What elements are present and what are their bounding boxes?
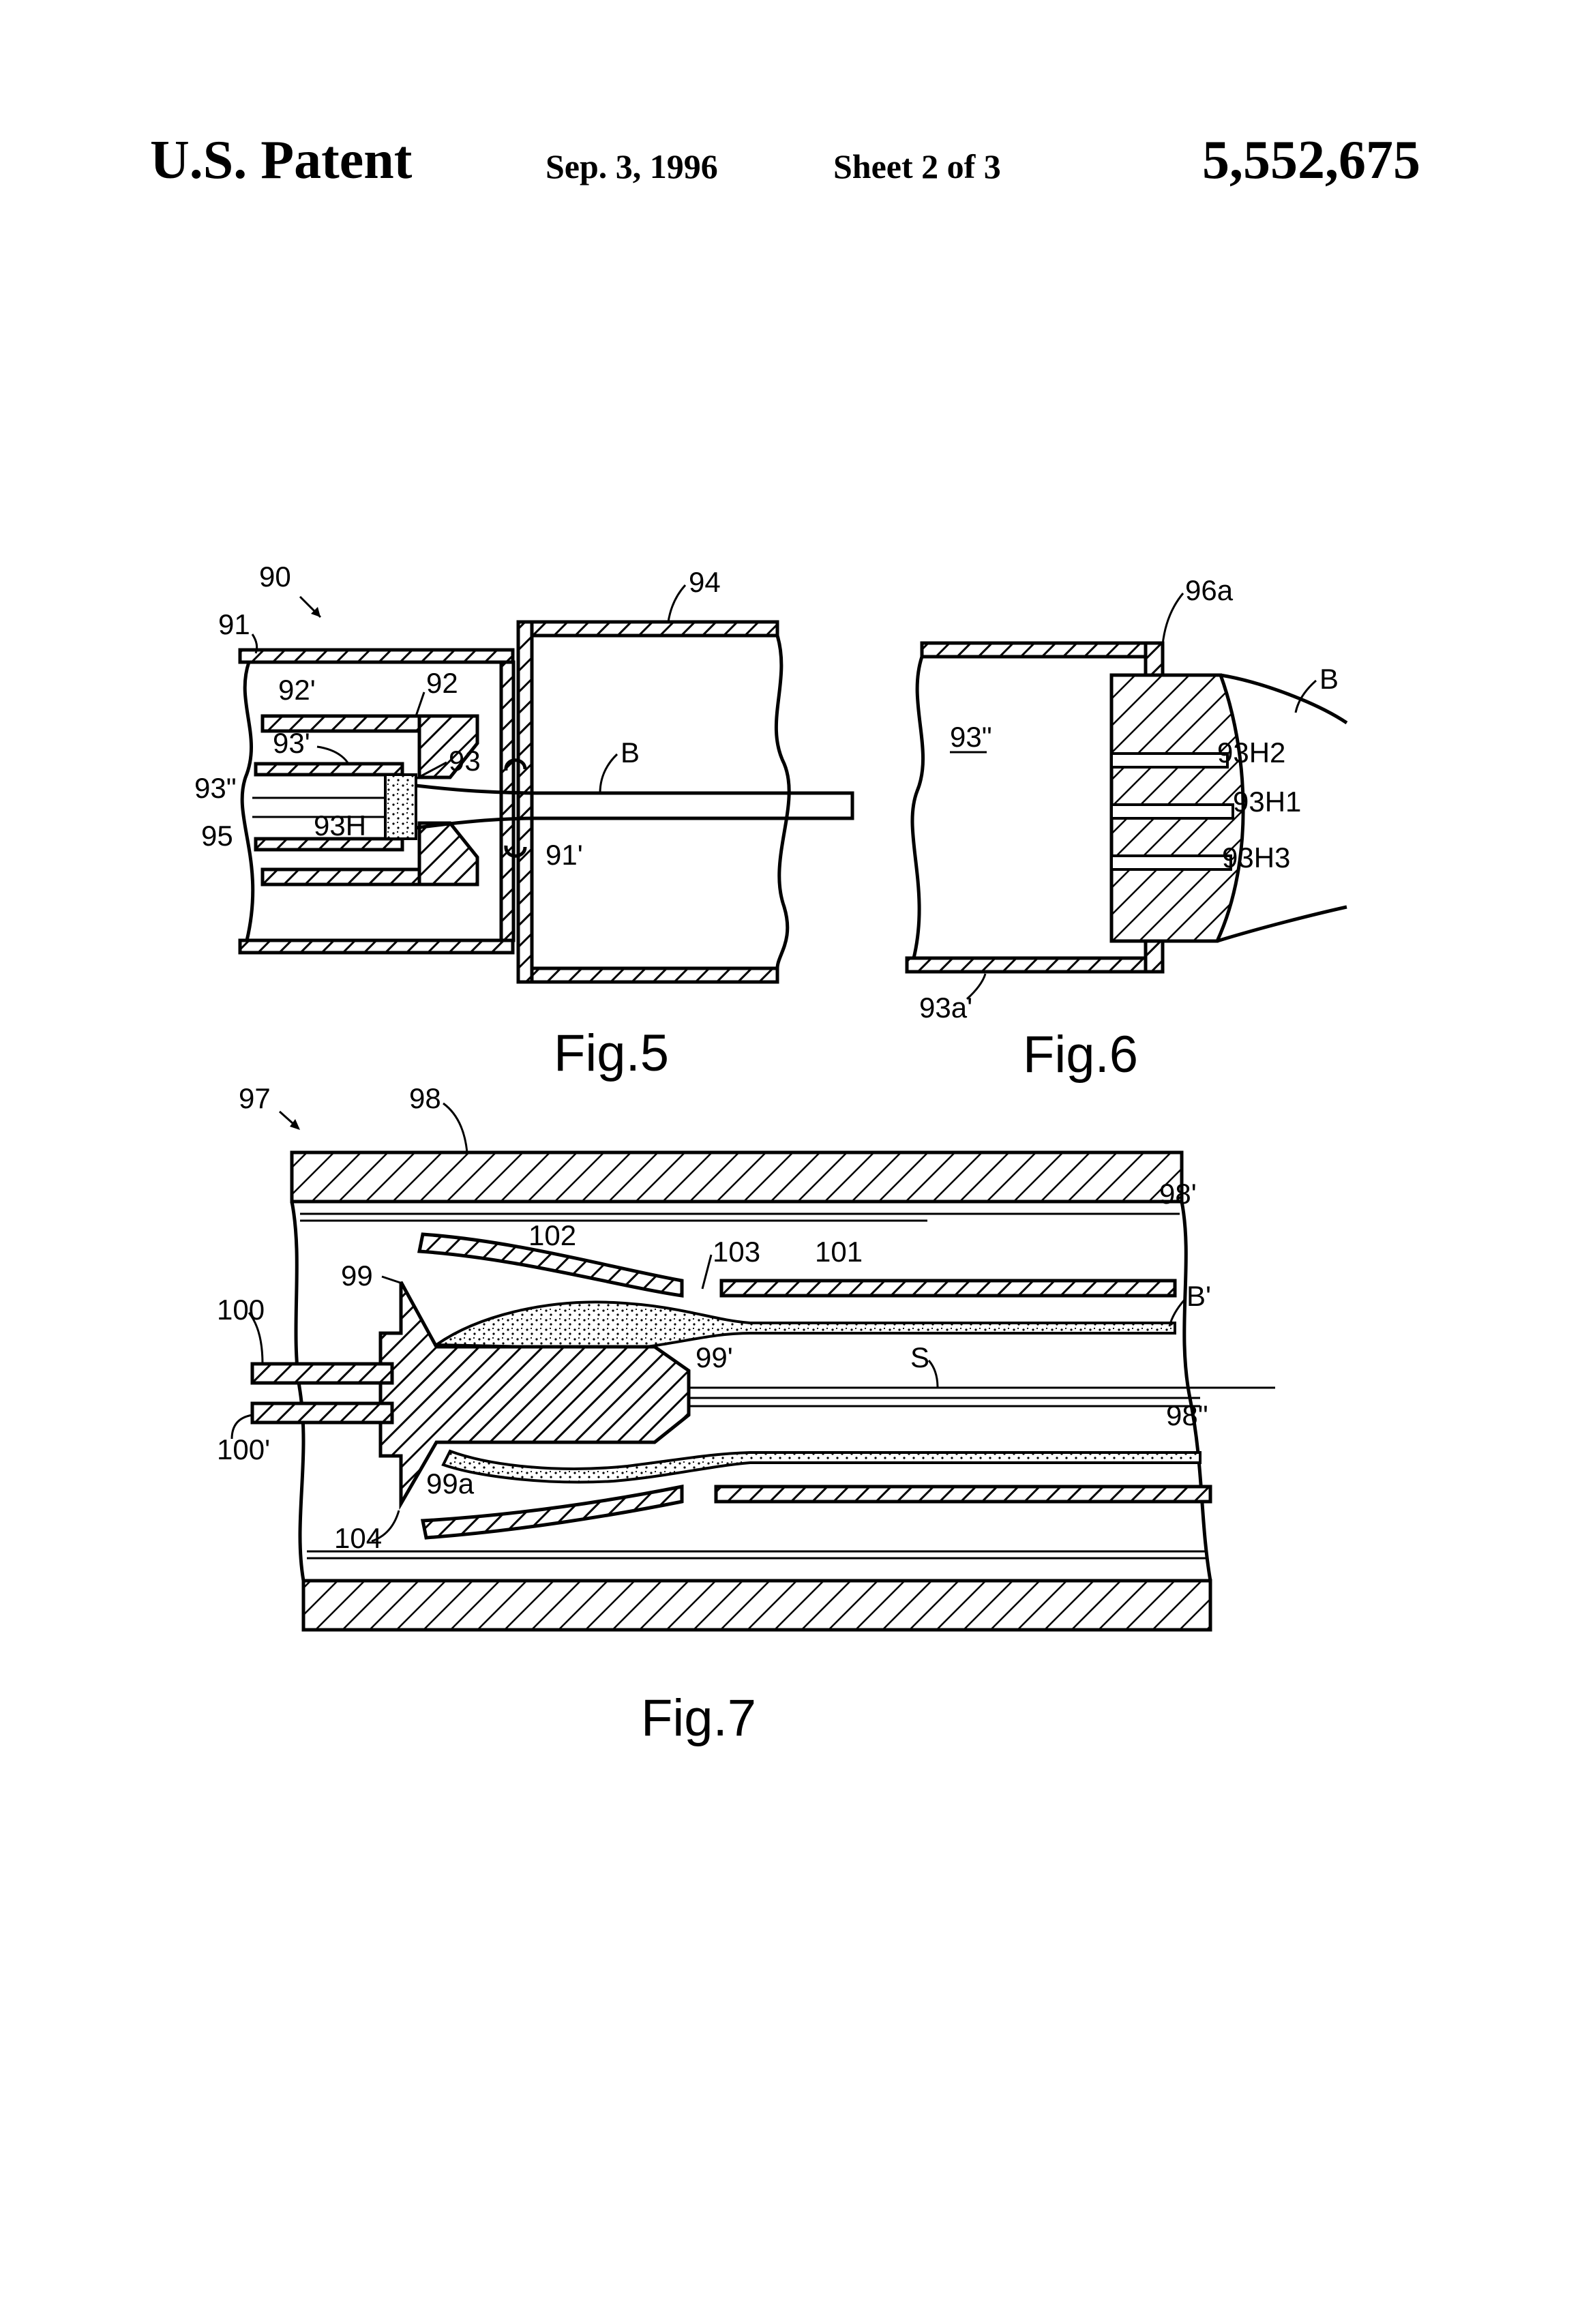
fig7-nozzle-100-top (252, 1364, 392, 1383)
label-93p: 93' (273, 727, 310, 759)
fig7-coating-lower (443, 1451, 1200, 1482)
fig7-coating-upper (436, 1302, 1175, 1349)
label-B-fig5: B (621, 736, 640, 769)
fig5-flange92-bottom (419, 823, 477, 884)
label-97: 97 (239, 1082, 271, 1114)
label-98p: 98' (1159, 1178, 1197, 1210)
fig5-chamber94-top (518, 622, 777, 636)
fig5-outer-wall-top (240, 650, 513, 662)
fig5-outer-wall-bottom (240, 940, 513, 953)
fig6-hole-93H2 (1111, 754, 1227, 767)
fig7-outer-tube-bottom (303, 1581, 1210, 1630)
label-93pp-fig6: 93" (950, 721, 992, 753)
fig6-hole-93H3 (1111, 856, 1231, 869)
fig6-wall-top (922, 643, 1152, 657)
fig6-filament-bottom (1217, 907, 1347, 941)
label-93H1: 93H1 (1233, 786, 1301, 818)
label-93: 93 (449, 745, 481, 777)
label-93H3: 93H3 (1222, 841, 1290, 874)
fig6-left-break (912, 657, 923, 958)
label-99: 99 (341, 1260, 373, 1292)
fig5-tube93-top (256, 764, 402, 775)
label-B-fig6: B (1319, 663, 1339, 695)
label-92p: 92' (278, 674, 316, 706)
fig6-wall-bottom (907, 958, 1152, 972)
label-99a: 99a (426, 1468, 475, 1500)
fig7-left-break (292, 1202, 303, 1581)
label-102: 102 (528, 1219, 576, 1251)
fig5-right-break (776, 636, 789, 968)
label-98: 98 (409, 1082, 441, 1114)
fig7-plate-101-top (721, 1281, 1175, 1296)
fig5-plug93 (385, 775, 416, 839)
fig6-hole-93H1 (1111, 805, 1233, 818)
label-93H2: 93H2 (1217, 736, 1285, 769)
fig7-nozzle-100-bottom (252, 1403, 392, 1422)
fig5-wall91p (501, 662, 513, 940)
label-91p: 91' (546, 839, 583, 871)
fig7-drawing (252, 1152, 1275, 1630)
label-90: 90 (259, 561, 291, 593)
fig7-right-break (1182, 1202, 1210, 1581)
fig5-chamber94-bottom (518, 968, 777, 982)
label-104: 104 (334, 1522, 382, 1554)
label-93ap: 93a' (919, 992, 972, 1024)
label-S: S (910, 1341, 929, 1373)
label-103: 103 (713, 1236, 760, 1268)
label-Bp: B' (1186, 1280, 1211, 1312)
label-99p: 99' (696, 1341, 733, 1373)
fig7-outer-tube-top (292, 1152, 1182, 1202)
label-94: 94 (689, 566, 721, 598)
label-101: 101 (815, 1236, 863, 1268)
fig7-plate-101-bottom (716, 1487, 1210, 1502)
fig5-caption: Fig.5 (554, 1024, 669, 1082)
fig5-drawing (240, 622, 852, 982)
label-98pp: 98" (1166, 1399, 1208, 1431)
fig7-caption: Fig.7 (641, 1689, 756, 1747)
label-100: 100 (217, 1294, 265, 1326)
label-92: 92 (426, 667, 458, 699)
fig5-left-break (242, 662, 253, 940)
fig5-tube92-bottom (263, 869, 433, 884)
label-93H: 93H (314, 809, 366, 841)
label-95: 95 (201, 820, 233, 852)
fig5-chamber94-left (518, 622, 532, 982)
label-93pp: 93" (194, 772, 237, 804)
label-91: 91 (218, 608, 250, 640)
fig6-caption: Fig.6 (1023, 1026, 1138, 1084)
label-100p: 100' (217, 1433, 270, 1465)
label-96a: 96a (1185, 574, 1234, 606)
